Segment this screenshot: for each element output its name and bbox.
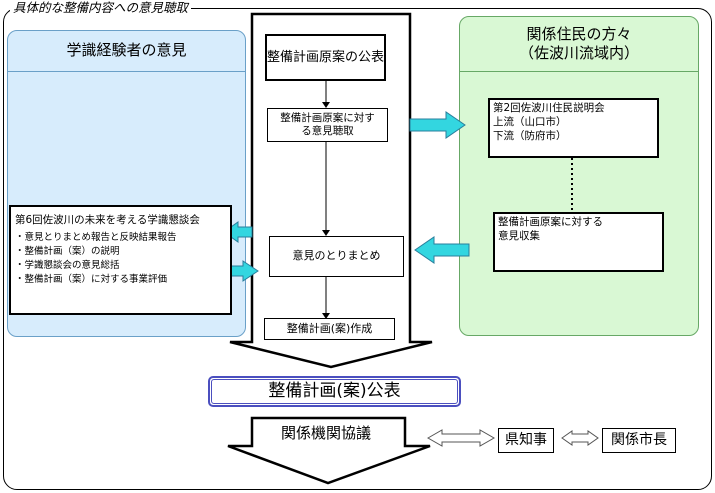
connector-1-2-head [322, 102, 330, 108]
double-arrow-right [561, 430, 599, 446]
plan-publication-box: 整備計画(案)公表 [208, 376, 461, 407]
expert-conference-box: 第6回佐波川の未来を考える学識懇談会 ・意見とりまとめ報告と反映結果報告 ・整備… [9, 205, 232, 315]
arrow-to-meeting [409, 111, 466, 139]
step-opinion-summary: 意見のとりまとめ [269, 236, 404, 277]
frame-title: 具体的な整備内容への意見聴取 [10, 0, 192, 16]
step-plan-creation: 整備計画(案)作成 [264, 318, 395, 340]
resident-header-line1: 関係住民の方々 [526, 25, 632, 43]
meeting-line1: 上流（山口市） [493, 116, 567, 128]
connector-2-3-head [322, 230, 330, 236]
conference-title: 第6回佐波川の未来を考える学識懇談会 [15, 214, 200, 226]
meeting-line2: 下流（防府市） [493, 130, 567, 142]
conference-item: ・意見とりまとめ報告と反映結果報告 [15, 232, 177, 243]
meeting-title: 第2回佐波川住民説明会 [493, 102, 605, 114]
step2-line1: 整備計画原案に対す [280, 112, 375, 124]
resident-panel-header: 関係住民の方々 （佐波川流域内） [459, 16, 699, 72]
step-opinion-hearing: 整備計画原案に対す る意見聴取 [267, 108, 388, 142]
main-flow-arrow [229, 12, 433, 369]
conference-item: ・整備計画（案）に対する事業評価 [15, 274, 168, 285]
step-draft-publication: 整備計画原案の公表 [265, 34, 386, 81]
governor-box: 県知事 [498, 428, 554, 453]
connector-3-4-head [322, 313, 330, 319]
arrow-from-collect [414, 236, 470, 264]
agency-consultation-label: 関係機関協議 [280, 424, 371, 442]
resident-panel [459, 16, 699, 336]
conference-item: ・学識懇談会の意見総括 [15, 260, 120, 271]
double-arrow-left [426, 429, 496, 447]
collect-line1: 整備計画原案に対する [498, 216, 603, 228]
collect-line2: 意見収集 [498, 230, 540, 242]
expert-panel-header: 学識経験者の意見 [7, 30, 246, 72]
resident-meeting-box: 第2回佐波川住民説明会 上流（山口市） 下流（防府市） [488, 98, 659, 158]
conference-item: ・整備計画（案）の説明 [15, 246, 120, 257]
consult-arrow [227, 416, 431, 485]
step2-line2: る意見聴取 [301, 125, 354, 137]
plan-publication-inner-border [211, 379, 458, 404]
opinion-collection-box: 整備計画原案に対する 意見収集 [493, 212, 664, 272]
outer-frame [3, 8, 712, 490]
mayors-box: 関係市長 [602, 428, 676, 453]
resident-header-line2: （佐波川流域内） [518, 44, 639, 62]
